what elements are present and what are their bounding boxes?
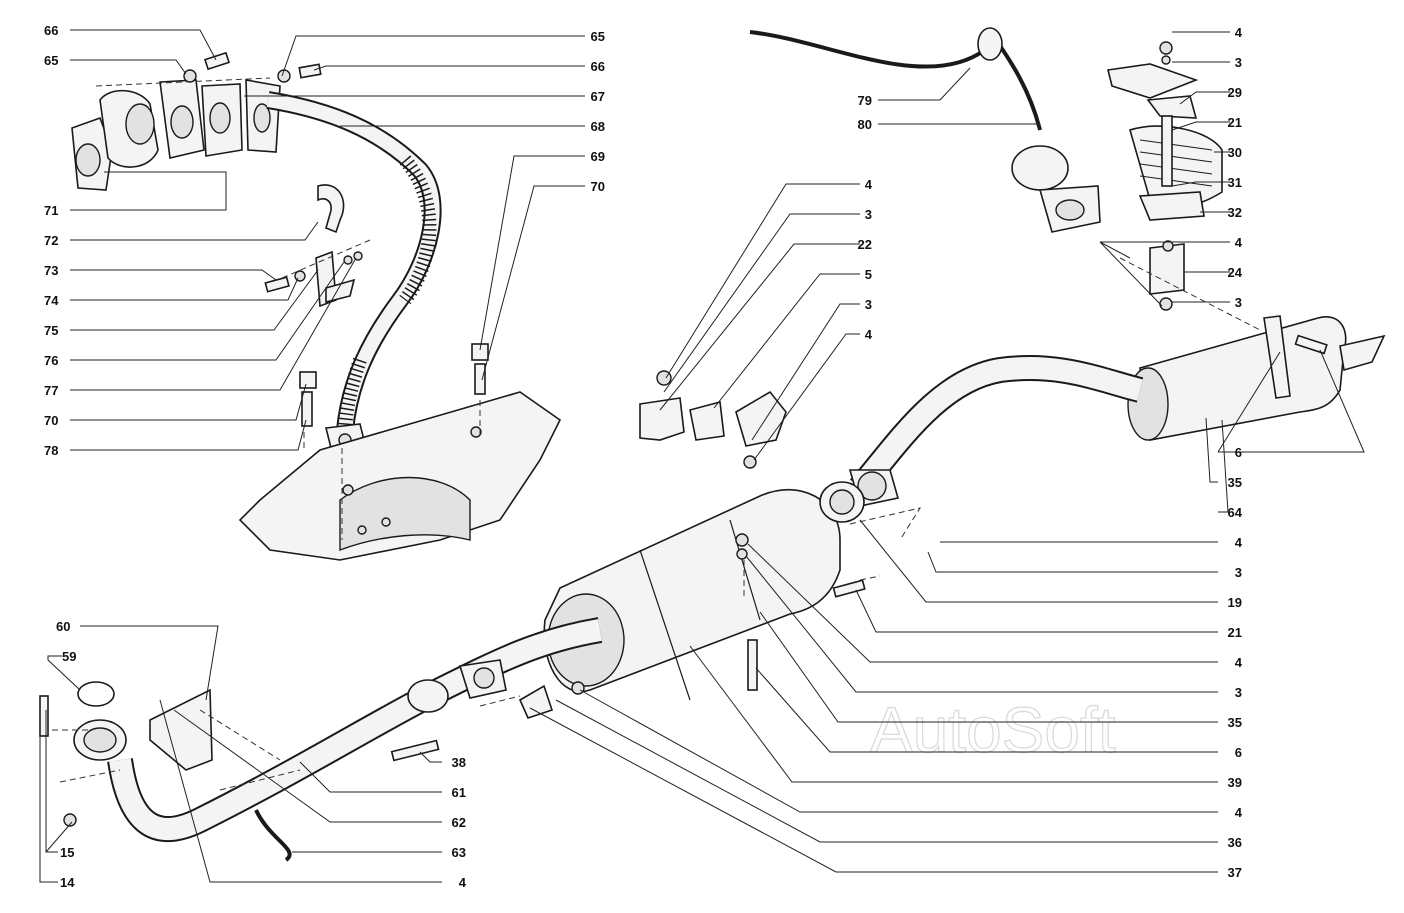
callout-35: 35: [1228, 475, 1242, 490]
callout-4: 4: [865, 177, 873, 192]
callout-62: 62: [452, 815, 466, 830]
callout-4: 4: [1235, 805, 1243, 820]
nut-70b: [299, 371, 317, 389]
egr-valve: [749, 27, 1101, 233]
callout-numbers: 6665656667686970717273747576777078798043…: [44, 23, 1243, 890]
callout-60: 60: [56, 619, 70, 634]
callout-3: 3: [865, 207, 872, 222]
callout-39: 39: [1228, 775, 1242, 790]
callout-69: 69: [591, 149, 605, 164]
callout-4: 4: [459, 875, 467, 890]
callout-3: 3: [1235, 565, 1242, 580]
callout-19: 19: [1228, 595, 1242, 610]
callout-77: 77: [44, 383, 58, 398]
callout-72: 72: [44, 233, 58, 248]
front-pipe: [39, 617, 603, 862]
callout-4: 4: [1235, 235, 1243, 250]
stud-70: [474, 363, 486, 395]
callout-3: 3: [1235, 55, 1242, 70]
callout-63: 63: [452, 845, 466, 860]
callout-74: 74: [44, 293, 59, 308]
callout-70: 70: [44, 413, 58, 428]
callout-71: 71: [44, 203, 58, 218]
callout-37: 37: [1228, 865, 1242, 880]
callout-32: 32: [1228, 205, 1242, 220]
callout-66: 66: [44, 23, 58, 38]
egr-flange-assembly: [71, 51, 322, 191]
callout-78: 78: [44, 443, 58, 458]
callout-24: 24: [1228, 265, 1243, 280]
washer-76: [343, 255, 353, 265]
heat-shield: [238, 391, 562, 561]
callout-15: 15: [60, 845, 74, 860]
watermark: AutoSoft: [870, 694, 1116, 766]
callout-4: 4: [865, 327, 873, 342]
rear-hanger-assembly: [1107, 41, 1223, 311]
clamp-72: [317, 184, 345, 234]
callout-3: 3: [865, 297, 872, 312]
callout-4: 4: [1235, 25, 1243, 40]
callout-29: 29: [1228, 85, 1242, 100]
parts-drawing: [39, 27, 1386, 862]
callout-3: 3: [1235, 685, 1242, 700]
alignment-lines: [52, 77, 1261, 791]
leader-lines: [39, 29, 1365, 883]
callout-80: 80: [858, 117, 872, 132]
stud-78: [301, 391, 313, 427]
callout-14: 14: [60, 875, 75, 890]
center-muffler: [543, 481, 866, 701]
callout-61: 61: [452, 785, 466, 800]
callout-75: 75: [44, 323, 58, 338]
callout-31: 31: [1228, 175, 1242, 190]
callout-6: 6: [1235, 745, 1242, 760]
bolt-73: [264, 276, 290, 293]
callout-36: 36: [1228, 835, 1242, 850]
callout-70: 70: [591, 179, 605, 194]
callout-76: 76: [44, 353, 58, 368]
callout-68: 68: [591, 119, 605, 134]
callout-65: 65: [591, 29, 605, 44]
callout-22: 22: [858, 237, 872, 252]
callout-65: 65: [44, 53, 58, 68]
callout-67: 67: [591, 89, 605, 104]
callout-21: 21: [1228, 625, 1242, 640]
callout-4: 4: [1235, 655, 1243, 670]
callout-35: 35: [1228, 715, 1242, 730]
callout-4: 4: [1235, 535, 1243, 550]
callout-21: 21: [1228, 115, 1242, 130]
egr-tube: [266, 91, 442, 453]
rear-muffler: [848, 315, 1386, 507]
washer-74: [294, 270, 306, 282]
callout-38: 38: [452, 755, 466, 770]
callout-5: 5: [865, 267, 872, 282]
callout-6: 6: [1235, 445, 1242, 460]
nut-69: [471, 343, 489, 361]
callout-79: 79: [858, 93, 872, 108]
callout-59: 59: [62, 649, 76, 664]
callout-3: 3: [1235, 295, 1242, 310]
callout-73: 73: [44, 263, 58, 278]
bracket-tab: [325, 278, 356, 304]
mid-bracket-set: [639, 370, 787, 469]
callout-30: 30: [1228, 145, 1242, 160]
callout-64: 64: [1228, 505, 1243, 520]
callout-66: 66: [591, 59, 605, 74]
